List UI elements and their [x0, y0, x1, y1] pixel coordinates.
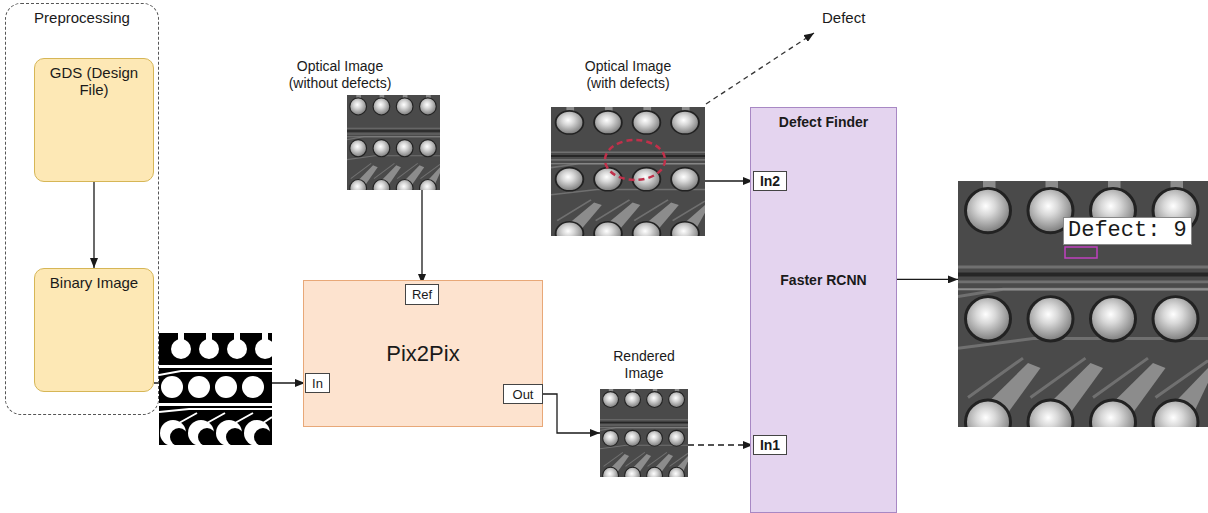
defect-leader-line	[706, 33, 814, 104]
binary-pattern	[159, 333, 272, 445]
image-node: Defect: 9	[958, 181, 1208, 427]
optical-pattern	[600, 389, 688, 477]
node-sublabel: Faster RCNN	[751, 272, 896, 288]
process-box: GDS (Design File)	[34, 58, 154, 182]
process-box: Binary Image	[34, 268, 154, 392]
flow-arrow	[705, 180, 753, 181]
flow-arrow	[93, 182, 94, 268]
defect-marker	[605, 140, 665, 180]
port-box: In2	[753, 171, 787, 191]
binary-image	[159, 333, 272, 445]
optical-pattern	[551, 107, 705, 236]
port-box: In1	[753, 435, 787, 455]
image-node: Optical Image (without defects)	[347, 95, 440, 190]
node-label: Ref	[412, 287, 432, 302]
flow-arrow	[688, 444, 753, 445]
detection-box	[1065, 247, 1097, 258]
node-label: In	[312, 376, 323, 391]
optical-image-clean	[347, 95, 440, 190]
node-label: Pix2Pix	[386, 341, 459, 367]
image-node: Optical Image (with defects)	[551, 107, 705, 236]
model-box: Defect FinderFaster RCNN In2In1	[750, 107, 897, 513]
rendered-image	[600, 389, 688, 477]
node-label: Optical Image (without defects)	[280, 58, 400, 92]
optical-pattern	[958, 181, 1208, 427]
port-box: Ref	[405, 284, 439, 305]
optical-image-defect	[551, 107, 705, 236]
node-label: GDS (Design File)	[35, 64, 153, 98]
node-label: In2	[754, 173, 786, 189]
image-node: Rendered Image	[600, 389, 688, 477]
port-box: Out	[503, 384, 543, 404]
node-label: Preprocessing	[6, 9, 158, 26]
group-box: PreprocessingGDS (Design File) Binary Ima…	[5, 3, 159, 415]
node-label: Defect Finder	[751, 114, 896, 130]
optical-pattern	[347, 95, 440, 190]
port-box: In	[305, 373, 330, 393]
node-label: Defect: 9	[1063, 217, 1192, 245]
callout-label: Defect	[822, 9, 865, 26]
flow-arrow	[897, 279, 958, 280]
node-label: Out	[513, 387, 534, 402]
model-box: Pix2Pix RefInOut	[303, 280, 543, 427]
node-label: Rendered Image	[604, 348, 684, 382]
node-label: Optical Image (with defects)	[573, 58, 683, 92]
flow-arrow	[421, 190, 422, 284]
node-label: In1	[754, 437, 786, 453]
node-label: Binary Image	[35, 274, 153, 291]
flow-arrow	[543, 394, 600, 433]
